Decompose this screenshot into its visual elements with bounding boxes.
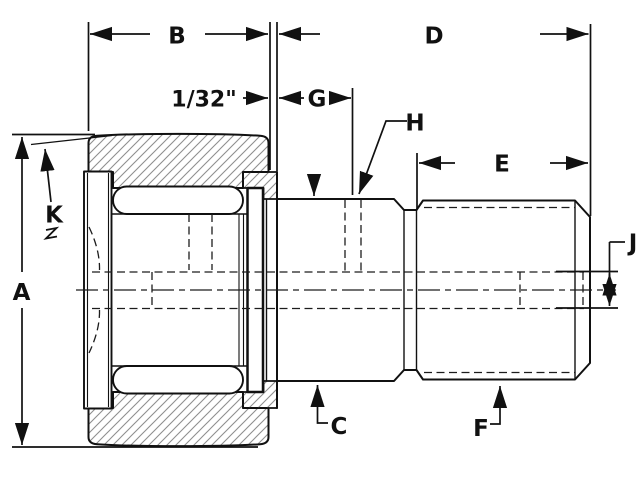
outer-ring-top-section (87, 132, 270, 189)
dim-offset-1-32: 1/32" (171, 22, 278, 171)
part-geometry (83, 132, 591, 448)
dim-label-b: B (168, 24, 186, 50)
dim-label-c: C (331, 414, 348, 440)
dim-C: C (306, 173, 348, 440)
needle-roller-top (112, 185, 244, 215)
dim-label-d: D (424, 24, 443, 50)
hidden-lines (88, 200, 584, 374)
dim-F: F (473, 386, 508, 442)
dimensions: A B 1/32" D G (12, 22, 637, 448)
dim-label-e: E (494, 152, 510, 178)
outer-ring-bottom-section (87, 391, 270, 448)
dim-B: B (87, 22, 271, 170)
stud-head-hidden-chamfer-top (88, 226, 101, 271)
crown-zigzag-symbol (43, 226, 60, 240)
dim-label-a: A (13, 280, 31, 306)
dim-H: H (358, 111, 425, 195)
needle-roller-bottom (112, 365, 244, 395)
dim-J: J (556, 231, 637, 309)
dim-label-offset: 1/32" (171, 88, 236, 113)
dim-label-j: J (627, 231, 638, 257)
dim-label-k: K (45, 203, 64, 229)
dim-E: E (416, 152, 588, 209)
dim-label-f: F (473, 416, 489, 442)
dim-A: A (12, 133, 258, 448)
dim-D: D (279, 24, 592, 216)
dim-label-g: G (308, 87, 327, 113)
dim-K: K (30, 134, 113, 240)
dim-label-h: H (405, 111, 424, 137)
stud-head-hidden-chamfer-bottom (88, 309, 101, 354)
dim-G: G (279, 87, 354, 195)
